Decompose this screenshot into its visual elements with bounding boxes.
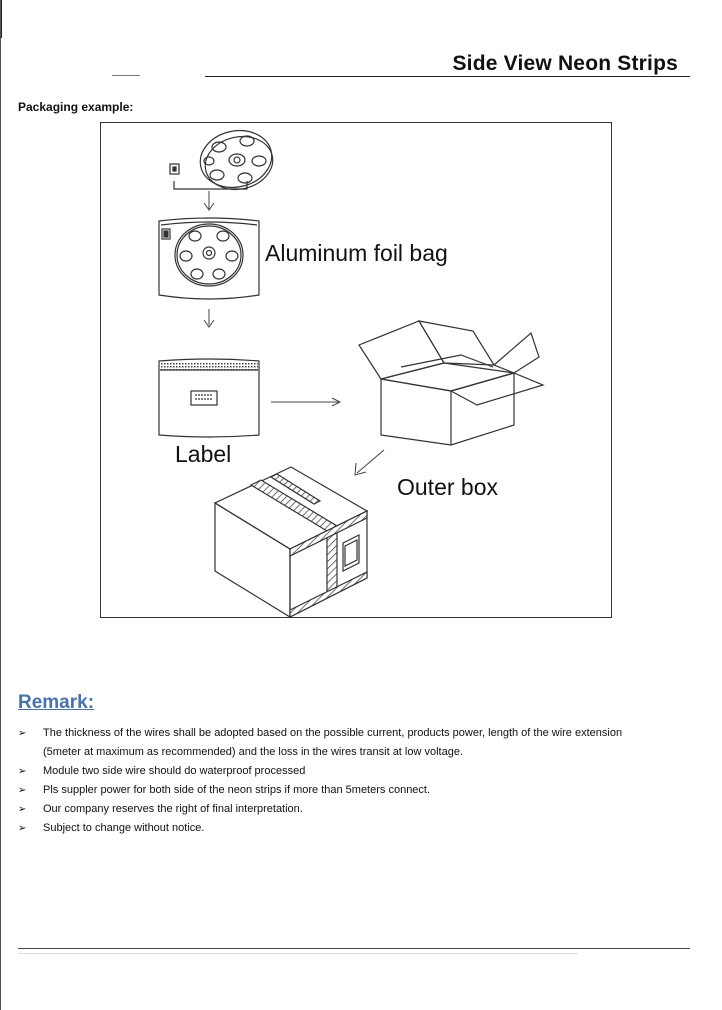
footer-faint-rule [18, 953, 578, 954]
flow-arrow-label-to-box [271, 397, 342, 407]
labeled-bag-illustration [158, 358, 260, 438]
sealed-box-illustration [213, 466, 369, 619]
remark-item-continuation: (5meter at maximum as recommended) and t… [18, 743, 708, 762]
remark-heading: Remark: [18, 692, 95, 713]
reel-illustration [169, 130, 274, 190]
remark-item: ➢ Module two side wire should do waterpr… [18, 762, 708, 781]
header-rule [205, 76, 690, 77]
label-callout: Label [175, 441, 231, 467]
open-box-illustration [358, 320, 545, 446]
remark-item-text: Module two side wire should do waterproo… [43, 765, 306, 777]
bullet-arrow-icon: ➢ [18, 785, 27, 796]
remark-item-text: Pls suppler power for both side of the n… [43, 784, 431, 796]
page-corner-mark [1, 0, 2, 38]
remark-item: ➢ Our company reserves the right of fina… [18, 800, 708, 819]
remark-item-text: (5meter at maximum as recommended) and t… [43, 746, 464, 758]
remark-item: ➢ The thickness of the wires shall be ad… [18, 724, 708, 743]
packaging-figure: Aluminum foil bag Label [100, 122, 612, 619]
page-title: Side View Neon Strips [452, 52, 678, 75]
remark-list: ➢ The thickness of the wires shall be ad… [18, 724, 708, 838]
bullet-arrow-icon: ➢ [18, 728, 27, 739]
flow-arrow-bag-to-label [203, 309, 215, 328]
remark-item-text: Subject to change without notice. [43, 822, 205, 834]
remark-item-text: Our company reserves the right of final … [43, 803, 303, 815]
bullet-arrow-icon: ➢ [18, 804, 27, 815]
outer-box-callout: Outer box [397, 474, 498, 500]
remark-item: ➢ Pls suppler power for both side of the… [18, 781, 708, 800]
page-margin-rule [0, 0, 1, 1010]
bullet-arrow-icon: ➢ [18, 766, 27, 777]
bullet-arrow-icon: ➢ [18, 823, 27, 834]
footer-rule [18, 948, 690, 949]
foil-bag-illustration [158, 217, 260, 300]
packaging-section-label: Packaging example: [18, 100, 134, 114]
remark-item: ➢ Subject to change without notice. [18, 819, 708, 838]
flow-arrow-to-sealed-box [354, 449, 385, 476]
remark-item-text: The thickness of the wires shall be adop… [43, 727, 623, 739]
header-dash [112, 75, 140, 76]
foil-bag-callout: Aluminum foil bag [265, 240, 448, 266]
flow-arrow-reel-to-bag [203, 191, 215, 211]
